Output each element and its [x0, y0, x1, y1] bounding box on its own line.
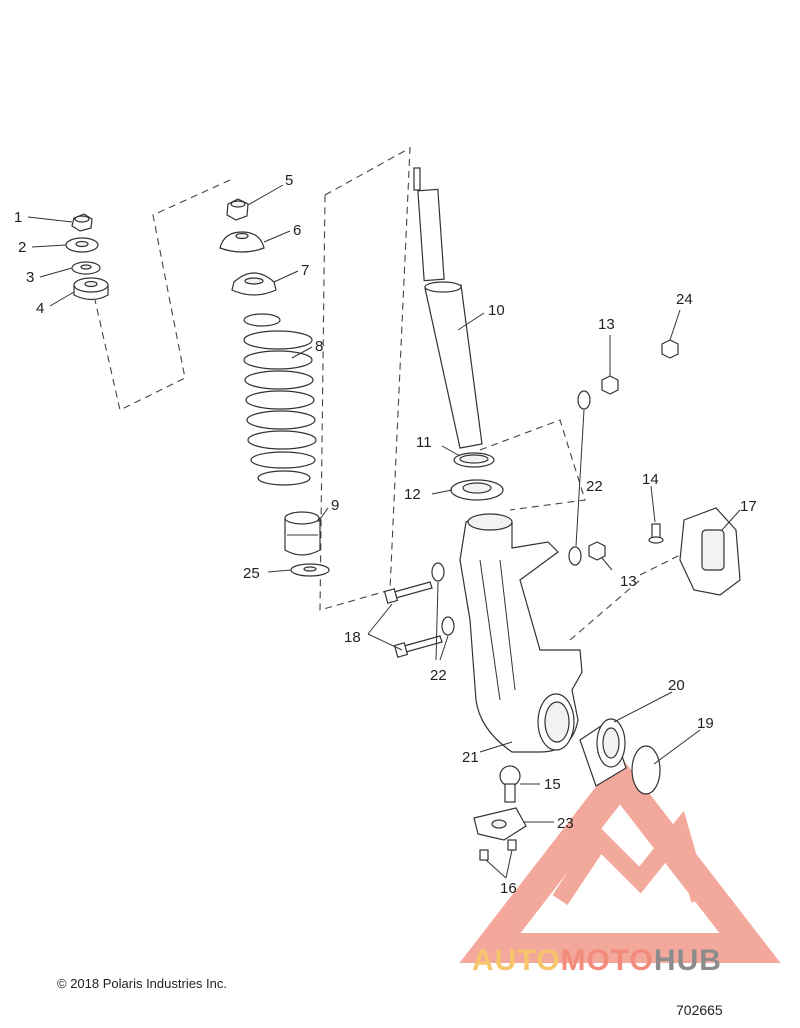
part-5-nut	[226, 198, 249, 221]
part-14-bolt	[648, 523, 664, 544]
figure-id: 702665	[676, 1002, 723, 1018]
part-4-bushing	[73, 277, 109, 301]
part-1-nut	[71, 213, 93, 232]
watermark-part2: MOTO	[560, 944, 654, 977]
callout-leaders	[27, 184, 741, 879]
callout-10: 10	[488, 302, 505, 319]
part-21-steering-knuckle	[459, 513, 583, 753]
callout-25: 25	[243, 565, 260, 582]
callout-5: 5	[285, 172, 293, 189]
part-23-plate	[473, 807, 527, 841]
callout-24: 24	[676, 291, 693, 308]
callout-11: 11	[416, 434, 432, 451]
part-7-spring-seat	[231, 272, 277, 296]
callout-12: 12	[404, 486, 421, 503]
callout-2: 2	[18, 239, 26, 256]
callout-6: 6	[293, 222, 301, 239]
part-9-bump-stop	[284, 511, 321, 556]
part-6-cup	[219, 231, 265, 253]
callout-numbers: 1 2 3 4 5 6 7 8 9 10 11 12 13 13 14 15 1…	[14, 172, 757, 897]
callout-17: 17	[740, 498, 757, 515]
watermark-part3: HUB	[653, 944, 722, 977]
callout-9: 9	[331, 497, 339, 514]
assembly-dashed-lines	[94, 147, 701, 641]
callout-3: 3	[26, 269, 34, 286]
callout-14: 14	[642, 471, 659, 488]
callout-7: 7	[301, 262, 309, 279]
callout-15: 15	[544, 776, 561, 793]
watermark-logo	[459, 755, 781, 963]
part-15-ball-joint	[499, 765, 521, 803]
callout-22a: 22	[586, 478, 603, 495]
callout-18: 18	[344, 629, 361, 646]
callout-19: 19	[697, 715, 714, 732]
part-22-washers	[431, 390, 591, 636]
callout-4: 4	[36, 300, 44, 317]
copyright-text: © 2018 Polaris Industries Inc.	[57, 976, 227, 991]
part-12-seal	[450, 479, 504, 501]
callout-20: 20	[668, 677, 685, 694]
part-19-snap-ring	[631, 745, 661, 795]
part-18-bolts	[383, 581, 443, 658]
callout-23: 23	[557, 815, 574, 832]
callout-13a: 13	[598, 316, 615, 333]
watermark-part1: AUTO	[472, 944, 561, 977]
watermark-text: AUTOMOTOHUB	[472, 944, 722, 978]
part-25-washer	[290, 563, 330, 577]
part-17-brake-caliper	[679, 507, 741, 596]
callout-13b: 13	[620, 573, 637, 590]
part-20-wheel-bearing	[579, 718, 627, 787]
part-10-shock-absorber	[413, 167, 483, 449]
part-11-ring	[453, 452, 495, 468]
part-13-nuts	[588, 375, 619, 561]
part-2-washer	[65, 237, 99, 253]
callout-22b: 22	[430, 667, 447, 684]
callout-16: 16	[500, 880, 517, 897]
part-8-coil-spring	[243, 313, 317, 486]
callout-21: 21	[462, 749, 479, 766]
callout-8: 8	[315, 338, 323, 355]
callout-1: 1	[14, 209, 22, 226]
part-3-washer	[71, 261, 101, 275]
part-24-nut	[661, 339, 679, 359]
